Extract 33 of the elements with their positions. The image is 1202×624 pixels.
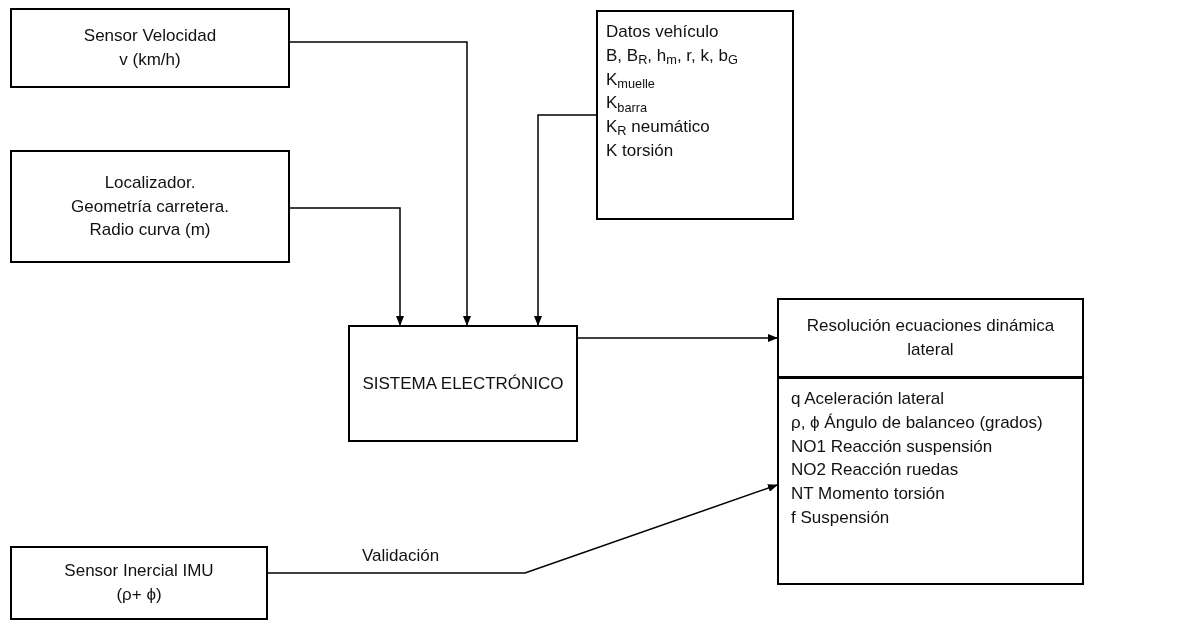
node-text: Sensor Inercial IMU <box>64 560 214 583</box>
node-text: K$_{muelle}$ <box>606 68 655 92</box>
arrow <box>267 484 778 574</box>
node-text: B, B$_{R}$, h$_{m}$, r, k, b$_{G}$ <box>606 44 738 68</box>
node-text: ρ, ϕ Ángulo de balanceo (grados) <box>791 411 1043 434</box>
system-box <box>348 325 578 442</box>
node-text: Localizador. <box>104 171 196 194</box>
node-text: Sensor Velocidad <box>83 25 217 48</box>
sensor-box <box>10 8 290 88</box>
node-text: K torsión <box>606 140 674 162</box>
node-text: Geometría carretera. <box>71 195 229 218</box>
arrow <box>289 207 404 326</box>
node-text: NO1 Reacción suspensión <box>791 435 993 458</box>
node-text: Resolución ecuaciones dinámica lateral <box>805 315 1056 361</box>
node-text: NO2 Reacción ruedas <box>791 459 959 482</box>
node-text: (ρ+ ϕ) <box>116 584 162 606</box>
node-text: K$_{barra}$ <box>606 92 648 116</box>
node-text: SISTEMA ELECTRÓNICO <box>362 372 564 395</box>
node-text: Radio curva (m) <box>89 219 211 242</box>
node-text: f Suspensión <box>791 507 890 529</box>
node-text: K$_{R}$ neumático <box>606 116 710 139</box>
vehicle-data-box <box>596 10 794 220</box>
results-box <box>777 377 1084 585</box>
header-box <box>777 298 1084 378</box>
node-text: q Aceleración lateral <box>791 388 945 410</box>
arrow <box>577 334 778 342</box>
arrow <box>289 41 471 326</box>
node-text: v (km/h) <box>119 49 181 71</box>
arrow <box>534 114 597 326</box>
locator-box <box>10 150 290 263</box>
sensor-box <box>10 546 268 620</box>
node-text: NT Momento torsión <box>791 483 945 506</box>
node-text: Datos vehículo <box>606 21 719 43</box>
